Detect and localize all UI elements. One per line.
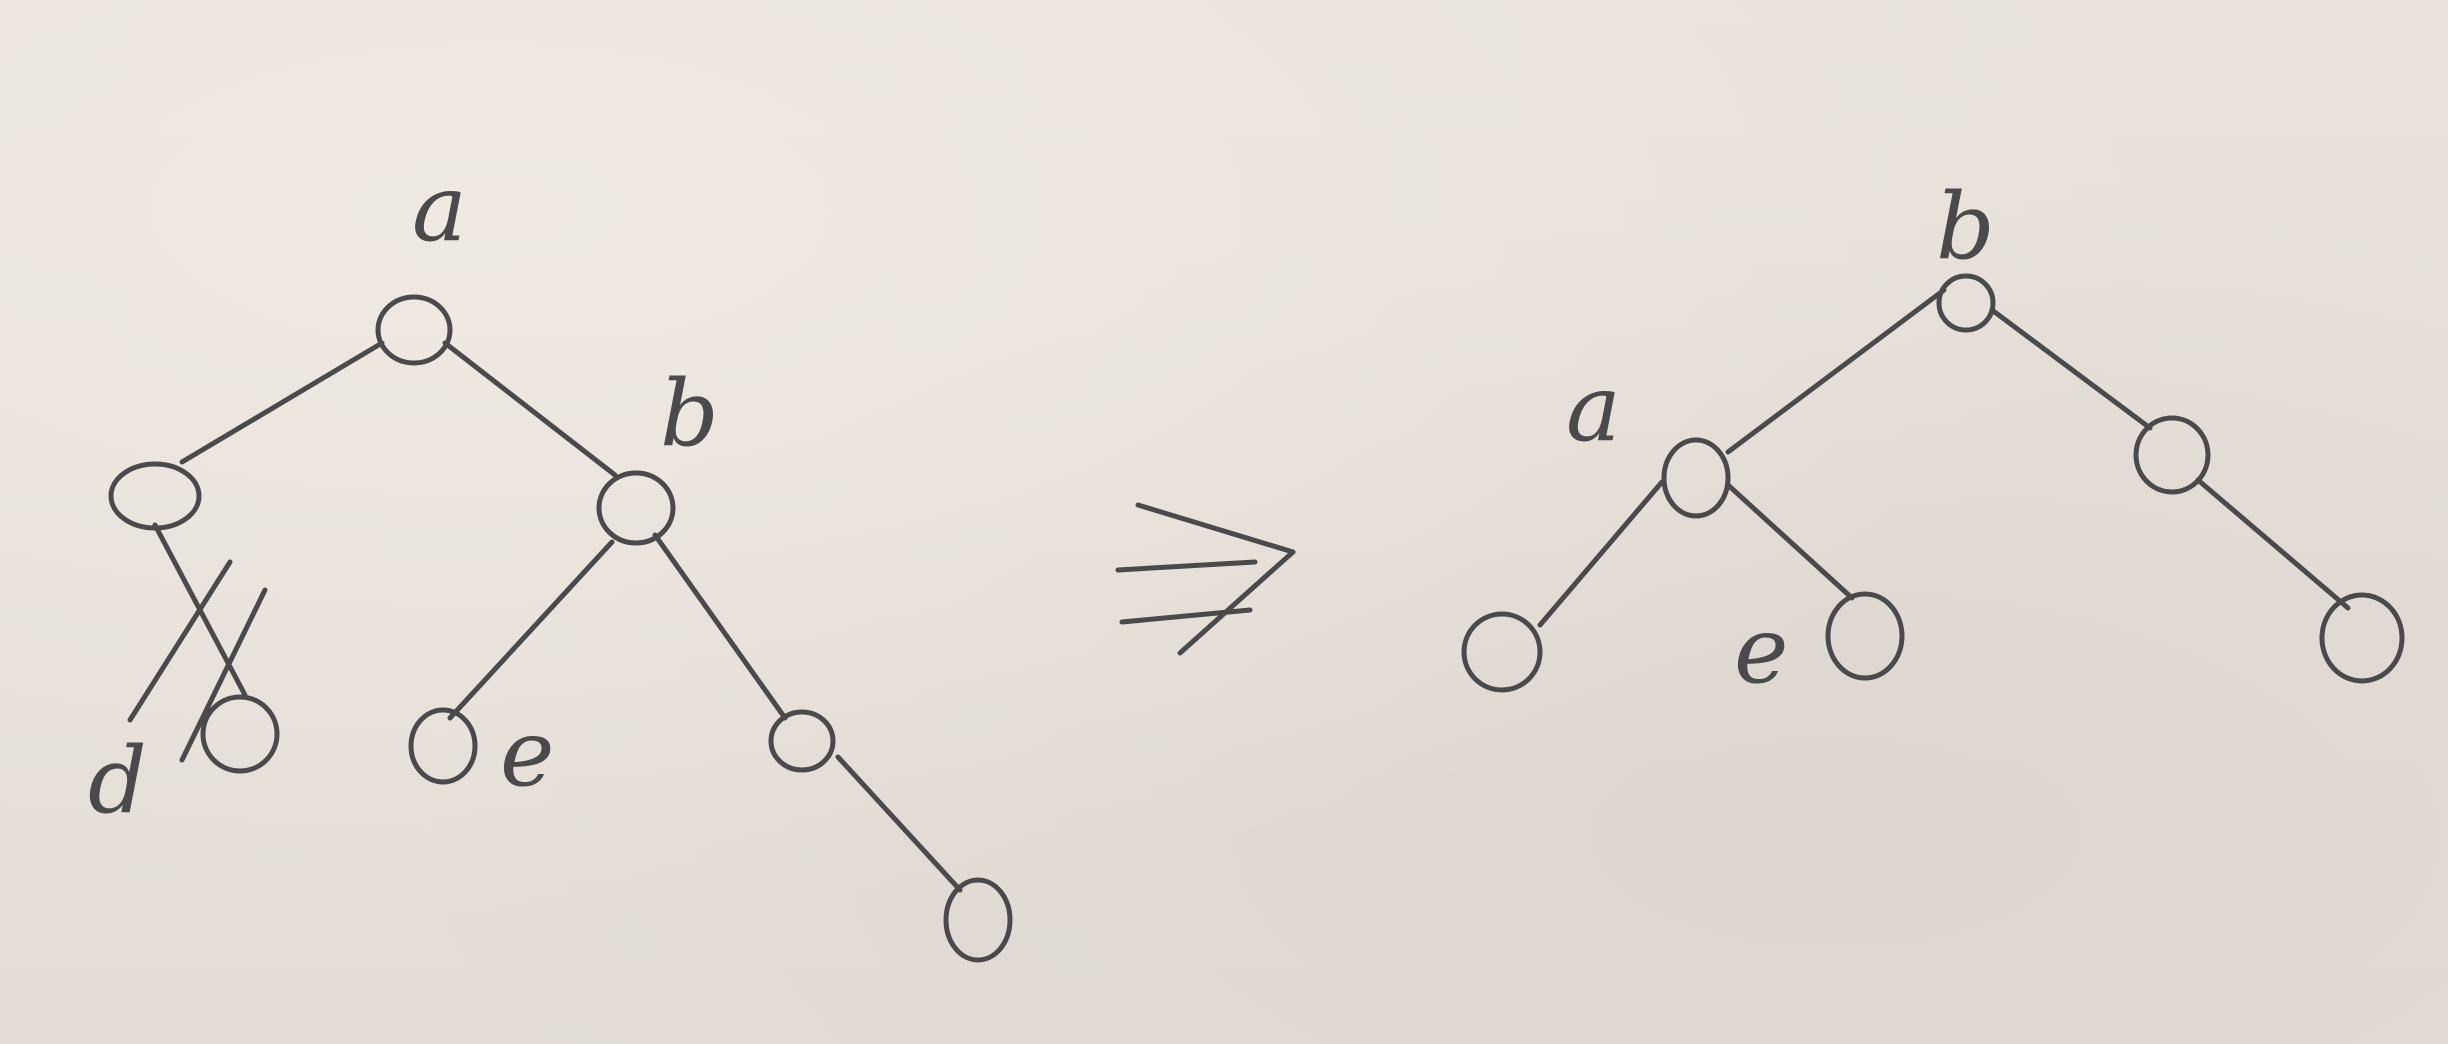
node-a — [1661, 437, 1731, 519]
edge-b-right — [1989, 307, 2153, 431]
after-tree: b a e — [1461, 173, 2405, 704]
node-b — [596, 470, 676, 546]
edge-a-left — [1537, 479, 1665, 628]
edge-a-e — [1725, 482, 1855, 601]
edge-b-right — [652, 532, 788, 721]
node-leaf — [943, 877, 1013, 963]
edge-a-left — [179, 340, 385, 465]
node-b — [1936, 273, 1996, 333]
node-b-right — [768, 709, 836, 773]
node-d — [200, 694, 280, 774]
label-e: e — [500, 700, 554, 807]
edge-b-e — [447, 539, 615, 721]
node-a-left — [1461, 611, 1543, 693]
node-left — [108, 461, 202, 531]
node-e — [1825, 591, 1905, 681]
strike-mark-1 — [127, 559, 233, 723]
label-e: e — [1734, 597, 1788, 704]
strike-mark-2 — [179, 587, 268, 763]
node-b-right — [2133, 415, 2211, 495]
label-b: b — [1936, 173, 1995, 280]
node-a — [375, 294, 453, 366]
edge-right-leaf — [2195, 477, 2351, 611]
label-a: a — [1566, 355, 1621, 462]
edge-right-leaf — [835, 754, 963, 893]
label-d: d — [88, 727, 147, 834]
implies-arrow: ⇒ — [1115, 502, 1296, 656]
before-tree: a b d e — [88, 155, 1013, 963]
edge-b-a — [1725, 287, 1947, 455]
edge-a-b — [442, 340, 618, 478]
node-e — [408, 707, 478, 785]
label-b: b — [660, 360, 719, 467]
node-leaf — [2319, 592, 2405, 684]
label-a: a — [412, 155, 467, 262]
